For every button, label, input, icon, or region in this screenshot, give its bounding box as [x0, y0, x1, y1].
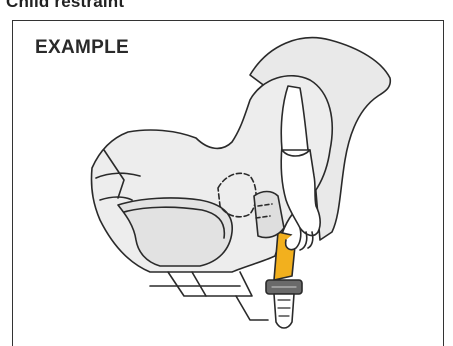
example-label: EXAMPLE	[35, 37, 129, 59]
seat-base-rail	[168, 272, 252, 296]
lower-anchor-connector	[274, 294, 294, 328]
